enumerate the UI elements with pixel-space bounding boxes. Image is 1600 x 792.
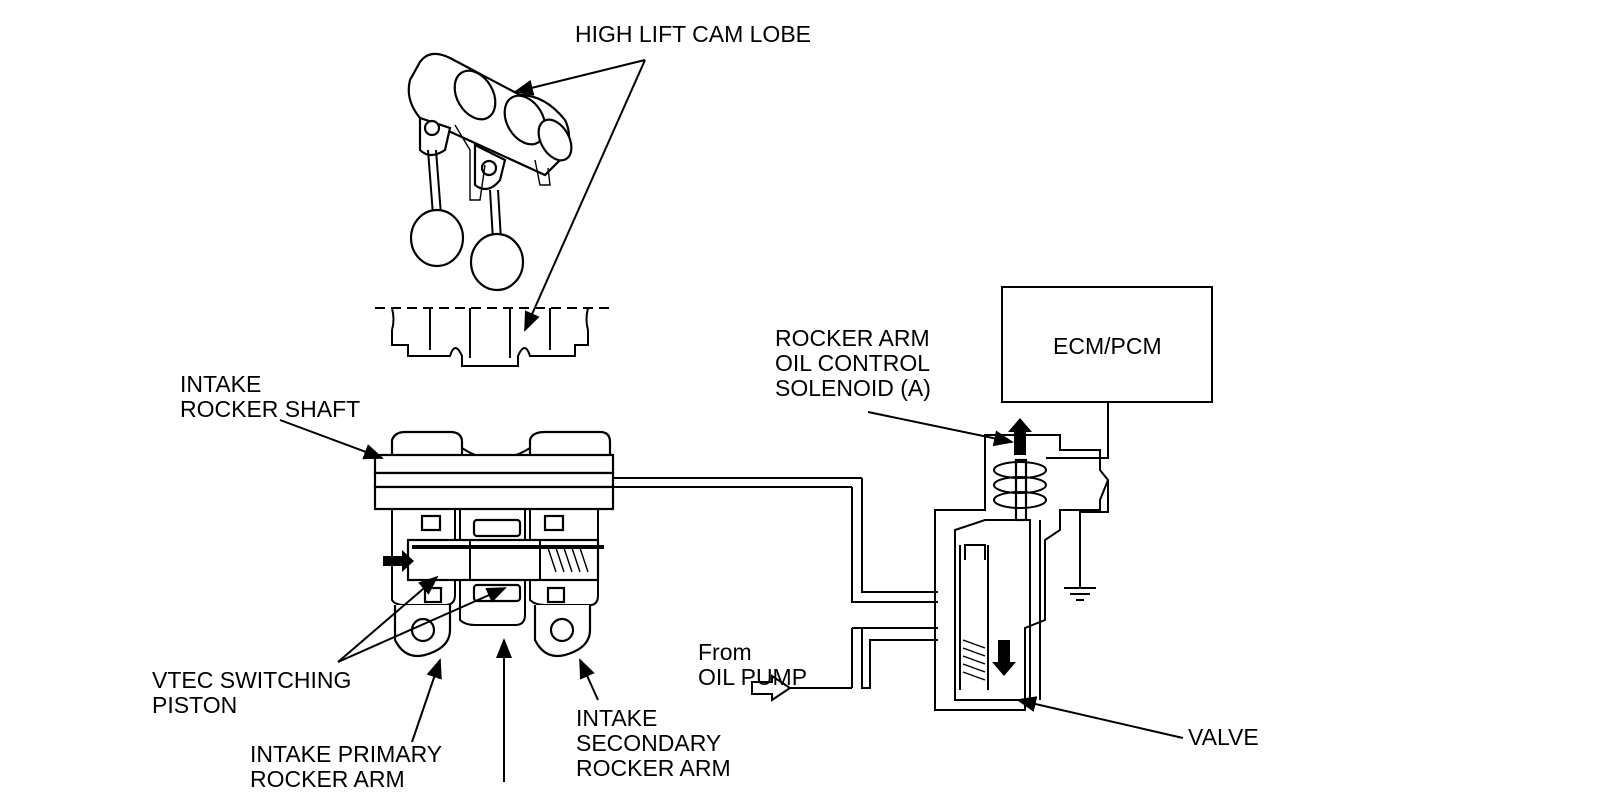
cam-profile-section bbox=[375, 307, 610, 367]
vtec-switching-piston-label: VTEC SWITCHING PISTON bbox=[152, 667, 352, 718]
oil-passages bbox=[613, 477, 938, 702]
rocker-arm-assembly bbox=[373, 430, 615, 658]
camshaft-valve-illustration bbox=[407, 52, 573, 292]
oil-control-solenoid bbox=[934, 418, 1110, 711]
leader-lines bbox=[279, 59, 1184, 782]
rocker-arm-solenoid-label: ROCKER ARM OIL CONTROL SOLENOID (A) bbox=[775, 325, 931, 401]
ecm-pcm-label: ECM/PCM bbox=[1053, 333, 1162, 359]
intake-secondary-rocker-arm-label: INTAKE SECONDARY ROCKER ARM bbox=[576, 705, 731, 781]
intake-rocker-shaft-label: INTAKE ROCKER SHAFT bbox=[180, 371, 361, 422]
ecm-pcm-box bbox=[1001, 286, 1213, 403]
from-oil-pump-label: From OIL PUMP bbox=[698, 639, 808, 690]
intake-primary-rocker-arm-label: INTAKE PRIMARY ROCKER ARM bbox=[250, 741, 443, 792]
solenoid-wiring bbox=[1046, 402, 1109, 601]
high-lift-cam-lobe-label: HIGH LIFT CAM LOBE bbox=[575, 21, 812, 47]
valve-label: VALVE bbox=[1188, 724, 1259, 750]
